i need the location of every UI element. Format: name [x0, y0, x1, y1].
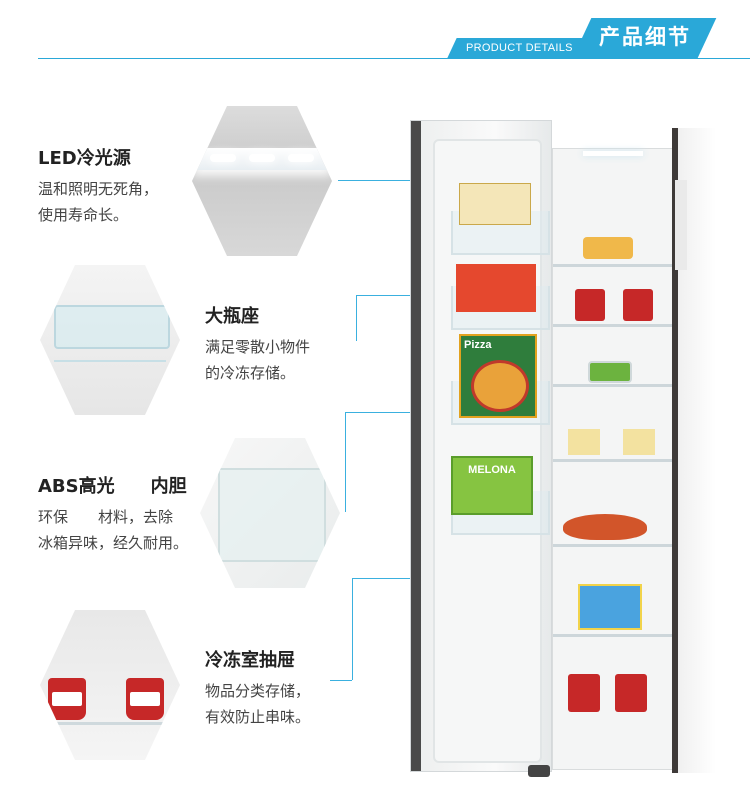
feature-desc-line: 的冷冻存储。	[205, 364, 296, 382]
ice-cream-tub-icon	[623, 289, 653, 321]
feature-desc-line: 冰箱异味，经久耐用。	[38, 534, 189, 552]
melona-label: MELONA	[468, 464, 516, 476]
gelato-cup-icon	[568, 429, 600, 455]
gelato-box-icon	[459, 183, 531, 225]
control-panel-icon	[675, 180, 687, 270]
product-details-label: PRODUCT DETAILS	[447, 38, 592, 58]
feature-desc-line: 使用寿命长。	[38, 206, 129, 224]
feature-desc-line: 满足零散小物件	[205, 338, 311, 356]
drawer-box-icon	[578, 584, 642, 630]
feature-title: 大瓶座	[205, 306, 259, 327]
feature-desc-line: 有效防止串味。	[205, 708, 311, 726]
connector-line	[356, 295, 357, 341]
refrigerator-door	[672, 128, 716, 773]
feature-title: ABS高光 内胆	[38, 476, 187, 497]
snack-box-icon	[456, 264, 536, 312]
feature-desc-line: 环保 材料，去除	[38, 508, 174, 526]
feature-title: LED冷光源	[38, 148, 131, 169]
feature-abs-liner: ABS高光 内胆 环保 材料，去除 冰箱异味，经久耐用。	[38, 472, 188, 556]
pizza-label: Pizza	[464, 339, 492, 351]
connector-line	[356, 295, 454, 296]
feature-led: LED冷光源 温和照明无死角， 使用寿命长。	[38, 144, 158, 228]
feature-desc-line: 温和照明无死角，	[38, 180, 159, 198]
connector-line	[352, 578, 353, 680]
feature-title: 冷冻室抽屉	[205, 650, 295, 671]
feature-freezer-drawer: 冷冻室抽屉 物品分类存储， 有效防止串味。	[205, 646, 310, 730]
freezer-door: Pizza MELONA	[410, 120, 552, 772]
ice-cream-tub-icon	[568, 674, 600, 712]
freezer-compartment	[552, 148, 674, 770]
pasta-bowl-icon	[583, 237, 633, 259]
bottle-holder-image	[40, 265, 180, 415]
melona-box-icon: MELONA	[451, 456, 533, 515]
led-light-image	[192, 106, 332, 256]
gelato-cup-icon	[623, 429, 655, 455]
abs-liner-image	[200, 438, 340, 588]
door-foot-icon	[528, 765, 550, 777]
connector-line	[345, 412, 346, 512]
freezer-drawer-image	[40, 610, 180, 760]
connector-line	[330, 680, 352, 681]
pizza-box-icon: Pizza	[459, 334, 537, 418]
feature-bottle-holder: 大瓶座 满足零散小物件 的冷冻存储。	[205, 302, 310, 386]
header-divider	[38, 58, 750, 59]
ice-cream-tub-icon	[615, 674, 647, 712]
product-details-title: 产品细节	[572, 18, 717, 58]
refrigerator-image: Pizza MELONA	[410, 120, 716, 777]
seafood-plate-icon	[563, 514, 647, 540]
ice-cream-tub-icon	[575, 289, 605, 321]
peas-container-icon	[588, 361, 632, 383]
feature-desc-line: 物品分类存储，	[205, 682, 311, 700]
